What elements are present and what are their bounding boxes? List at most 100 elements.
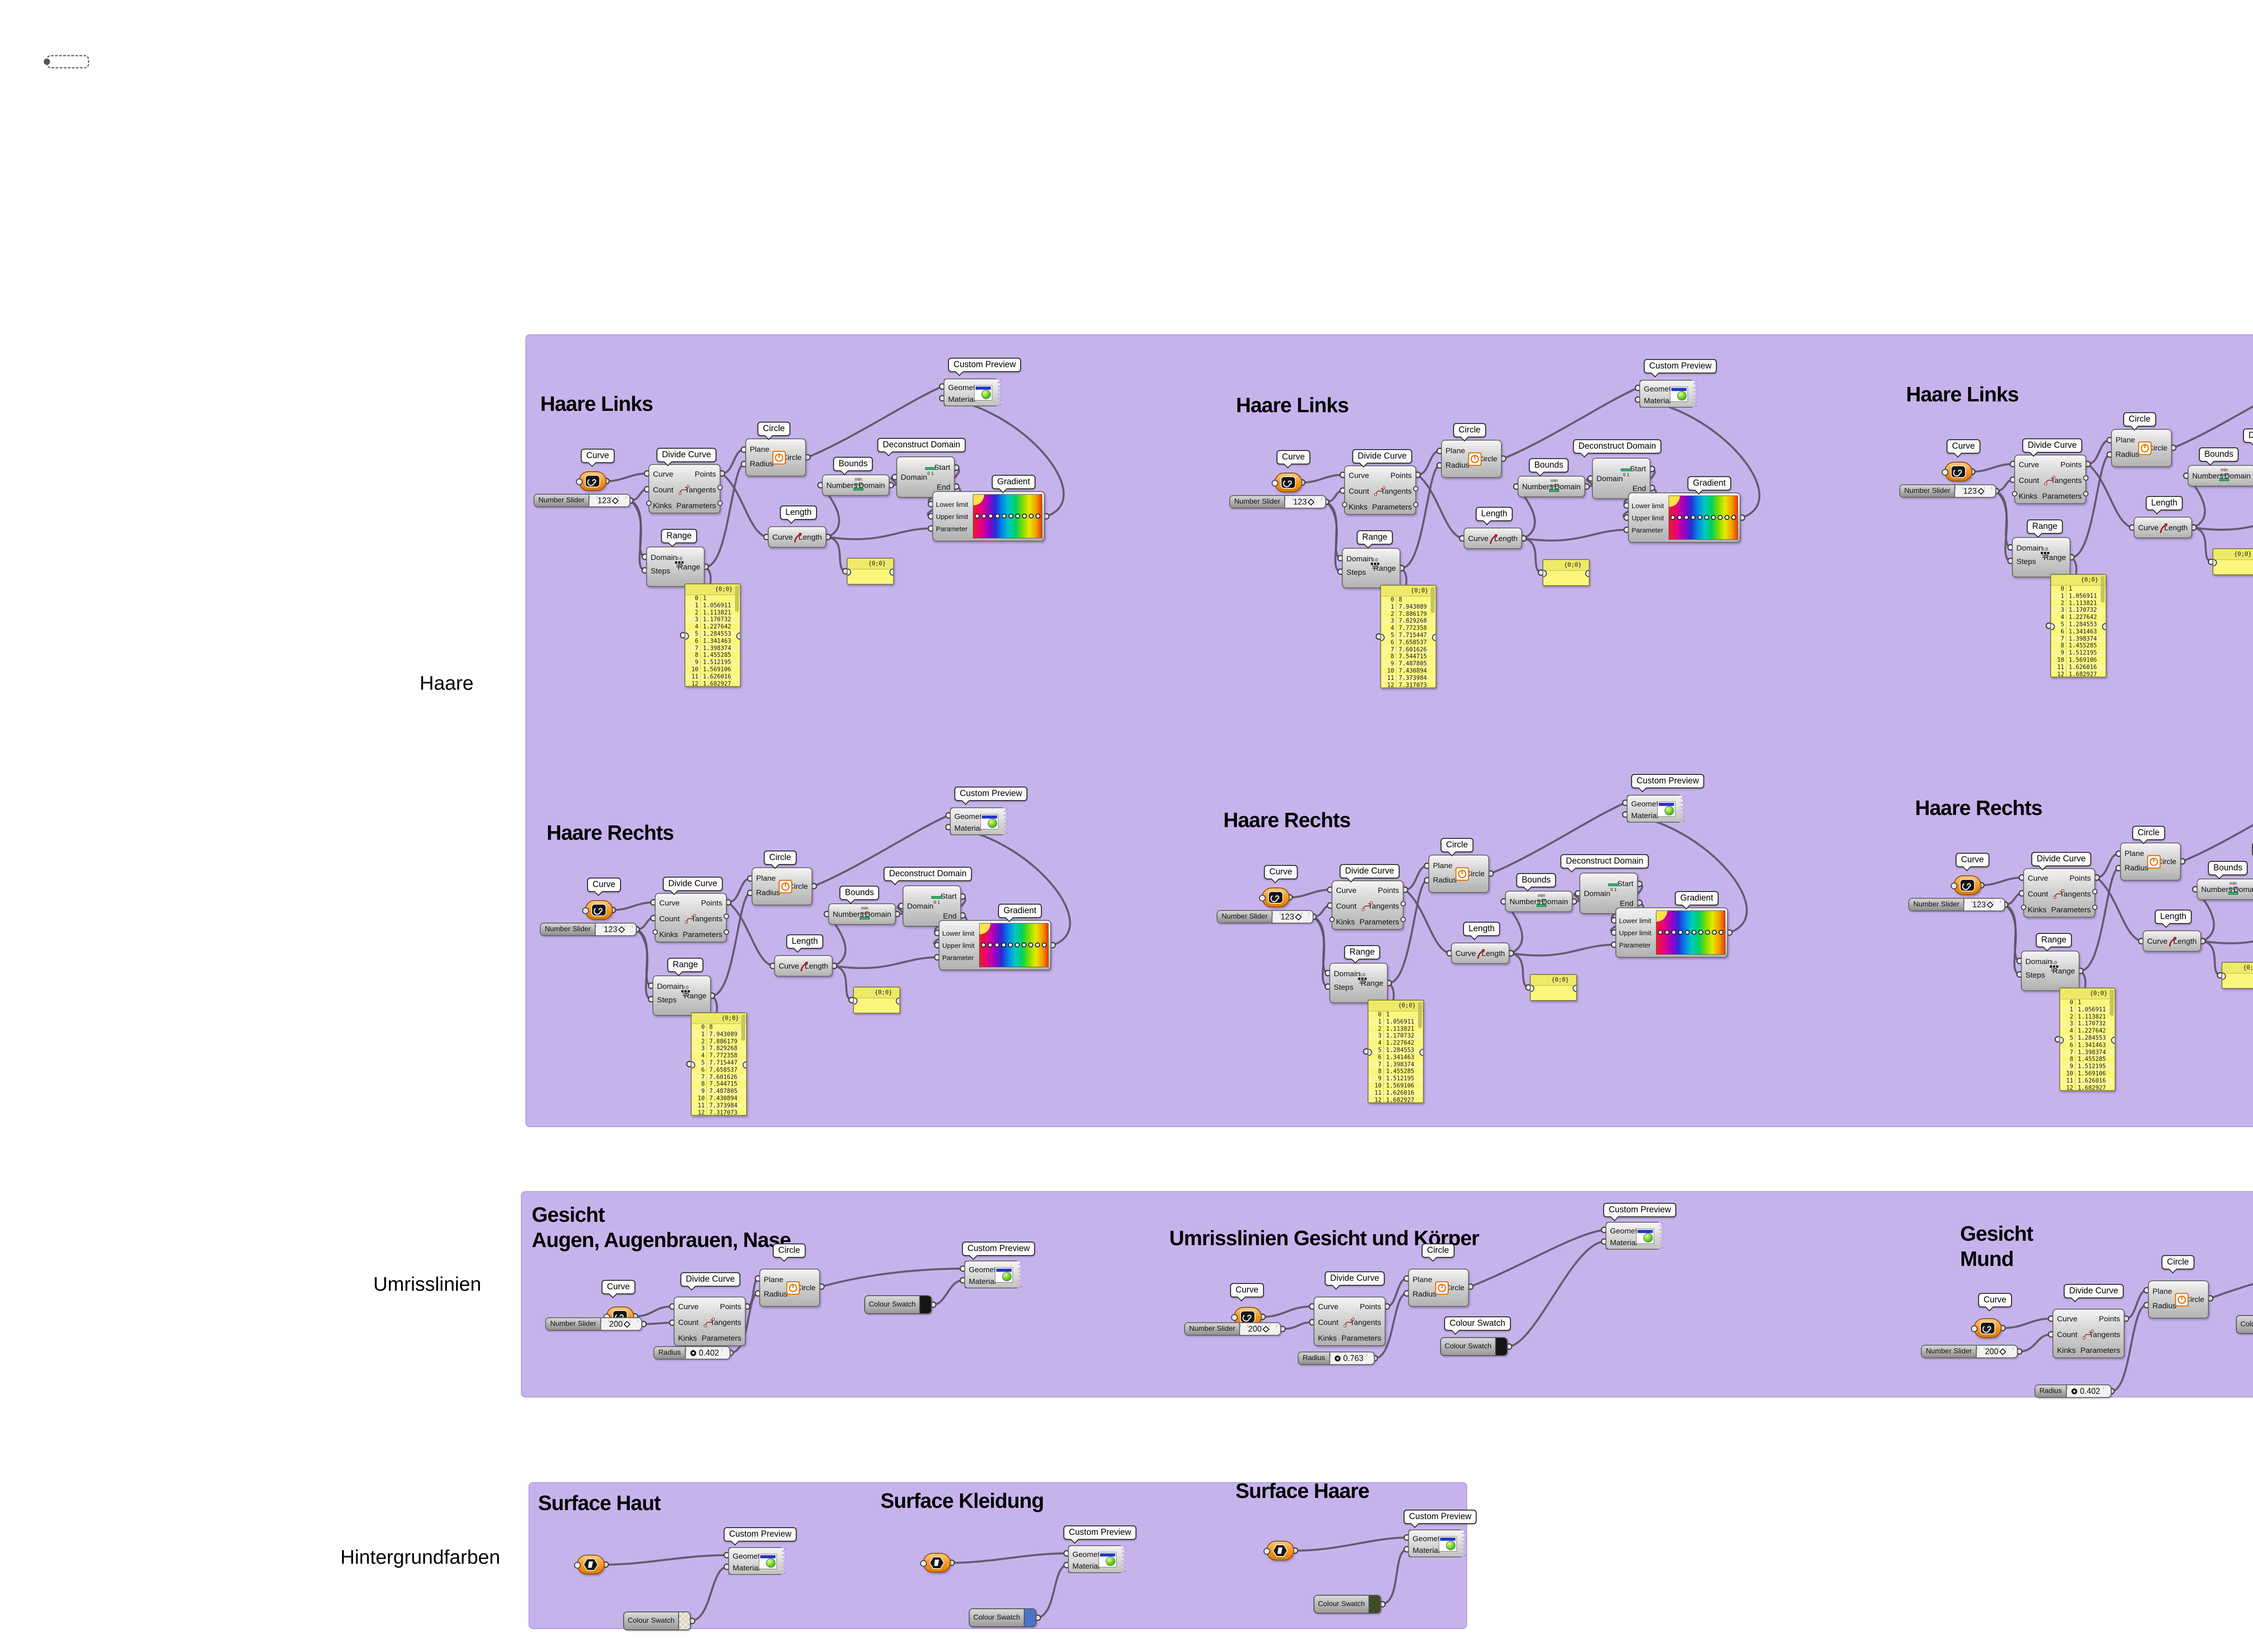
circle-node[interactable]: Plane Radius Circle	[745, 438, 806, 477]
kinks-port[interactable]	[1329, 917, 1335, 922]
gradient-preview[interactable]	[979, 923, 1049, 967]
tangents-port[interactable]	[1400, 901, 1406, 906]
parameters-port[interactable]	[2092, 905, 2098, 910]
colour-swatch[interactable]: Colour Swatch	[864, 1295, 932, 1314]
length-node[interactable]: Curve Length	[768, 526, 826, 548]
slider-knob-icon[interactable]	[1977, 487, 1985, 495]
surface-param[interactable]	[920, 1553, 951, 1573]
number-slider[interactable]: Number Slider 200	[545, 1317, 642, 1331]
divide-curve-node[interactable]: Curve Count Kinks Points Tangents Parame…	[1329, 880, 1406, 930]
custom-preview-node[interactable]: Geometry Material	[1408, 1529, 1466, 1557]
circle-node[interactable]: Plane Radius Circle	[1408, 1269, 1469, 1307]
slider-knob-icon[interactable]	[1999, 1348, 2007, 1355]
surface-param[interactable]	[1263, 1541, 1294, 1561]
slider-knob-icon[interactable]	[2071, 1388, 2077, 1394]
divide-curve-node[interactable]: Curve Count Kinks Points Tangents Parame…	[1313, 1297, 1386, 1346]
kinks-port[interactable]	[2012, 491, 2017, 496]
panel-small[interactable]: {0;0}	[2212, 548, 2253, 575]
swatch-color[interactable]	[1025, 1609, 1035, 1626]
bounds-node[interactable]: Numbers Domain min max	[822, 474, 889, 496]
gradient-node[interactable]: Lower limit Upper limit Parameter	[1615, 907, 1728, 958]
gradient-grip-icon[interactable]	[1656, 911, 1667, 922]
custom-preview-node[interactable]: Geometry Material	[1639, 380, 1697, 408]
parameters-port[interactable]	[724, 929, 729, 935]
scrollbar[interactable]	[741, 1015, 745, 1041]
divide-curve-node[interactable]: Curve Count Kinks Points Tangents Parame…	[2012, 455, 2089, 504]
custom-preview-node[interactable]: Geometry Material	[950, 807, 1008, 835]
range-node[interactable]: Domain Steps Range 0.0 1.0	[1329, 963, 1388, 1003]
divide-curve-node[interactable]: Curve Count Kinks Points Tangents Parame…	[2052, 1309, 2125, 1358]
curve-param[interactable]	[1971, 1318, 2002, 1338]
scrollbar[interactable]	[1431, 587, 1435, 613]
swatch-color[interactable]	[1369, 1596, 1380, 1613]
slider-knob-icon[interactable]	[690, 1350, 696, 1356]
circle-node[interactable]: Plane Radius Circle	[2148, 1280, 2209, 1319]
kinks-port[interactable]	[1342, 502, 1347, 507]
slider-knob-icon[interactable]	[1295, 913, 1302, 920]
curve-param[interactable]	[576, 471, 607, 491]
circle-node[interactable]: Plane Radius Circle	[752, 867, 812, 906]
custom-preview-node[interactable]: Geometry Material	[964, 1261, 1022, 1288]
circle-node[interactable]: Plane Radius Circle	[2111, 429, 2172, 467]
panel-small[interactable]: {0;0}	[1530, 974, 1577, 1001]
gradient-preview[interactable]	[1669, 496, 1738, 540]
custom-preview-node[interactable]: Geometry Material	[728, 1547, 786, 1575]
colour-swatch[interactable]: Colour Swatch	[1440, 1337, 1508, 1356]
slider-knob-icon[interactable]	[1334, 1355, 1341, 1361]
parameters-port[interactable]	[1413, 502, 1418, 507]
panel-small[interactable]: {0;0}	[847, 558, 894, 585]
curve-param[interactable]	[1951, 875, 1981, 895]
colour-swatch[interactable]: Colour Swatch	[1313, 1595, 1381, 1614]
swatch-color[interactable]	[920, 1296, 931, 1313]
tangents-port[interactable]	[2092, 889, 2098, 894]
range-node[interactable]: Domain Steps Range 0.0 1.0	[646, 546, 705, 587]
surface-param[interactable]	[574, 1555, 605, 1575]
divide-curve-node[interactable]: Curve Count Kinks Points Tangents Parame…	[674, 1297, 746, 1346]
range-node[interactable]: Domain Steps Range 0.0 1.0	[2012, 537, 2071, 578]
parameters-port[interactable]	[717, 501, 723, 506]
radius-slider[interactable]: Radius 0.763	[1298, 1352, 1375, 1365]
length-node[interactable]: Curve Length	[774, 955, 833, 977]
swatch-color[interactable]	[679, 1612, 690, 1629]
gradient-grips[interactable]	[1658, 930, 1724, 935]
curve-param[interactable]	[1942, 462, 1972, 482]
kinks-port[interactable]	[652, 929, 658, 935]
bounds-node[interactable]: Numbers Domain min max	[828, 903, 896, 925]
kinks-port[interactable]	[2021, 905, 2026, 910]
tangents-port[interactable]	[717, 485, 723, 490]
gradient-grip-icon[interactable]	[980, 924, 990, 934]
custom-preview-node[interactable]: Geometry Material	[1068, 1545, 1126, 1573]
radius-slider[interactable]: Radius 0.402	[653, 1346, 730, 1360]
colour-swatch[interactable]: Colour Swatch	[2236, 1315, 2253, 1334]
slider-knob-icon[interactable]	[623, 1320, 631, 1328]
bounds-node[interactable]: Numbers Domain min max	[2197, 878, 2253, 900]
slider-knob-icon[interactable]	[1986, 901, 1994, 908]
custom-preview-node[interactable]: Geometry Material	[1627, 795, 1684, 823]
panel-small[interactable]: {0;0}	[853, 987, 900, 1014]
slider-knob-icon[interactable]	[1262, 1325, 1270, 1333]
gradient-grip-icon[interactable]	[973, 495, 984, 505]
gradient-preview[interactable]	[973, 494, 1042, 538]
tangents-port[interactable]	[2083, 475, 2089, 481]
panel-small[interactable]: {0;0}	[2221, 962, 2253, 989]
radius-slider[interactable]: Radius 0.402	[2034, 1384, 2112, 1398]
length-node[interactable]: Curve Length	[1464, 528, 1522, 549]
curve-param[interactable]	[1272, 473, 1302, 492]
colour-swatch[interactable]: Colour Swatch	[969, 1608, 1036, 1627]
bounds-node[interactable]: Numbers Domain min max	[1505, 891, 1573, 912]
parameters-port[interactable]	[2083, 491, 2089, 496]
gradient-node[interactable]: Lower limit Upper limit Parameter	[939, 920, 1051, 970]
number-slider[interactable]: Number Slider 123	[1908, 898, 2005, 911]
length-node[interactable]: Curve Length	[2143, 930, 2201, 952]
gradient-grips[interactable]	[981, 942, 1047, 947]
custom-preview-node[interactable]: Geometry Material	[944, 378, 1001, 406]
divide-curve-node[interactable]: Curve Count Kinks Points Tangents Parame…	[652, 893, 729, 942]
tangents-port[interactable]	[1413, 486, 1418, 492]
curve-param[interactable]	[1259, 887, 1290, 907]
gradient-node[interactable]: Lower limit Upper limit Parameter	[932, 491, 1045, 542]
circle-node[interactable]: Plane Radius Circle	[759, 1269, 820, 1307]
divide-curve-node[interactable]: Curve Count Kinks Points Tangents Parame…	[1342, 465, 1418, 515]
